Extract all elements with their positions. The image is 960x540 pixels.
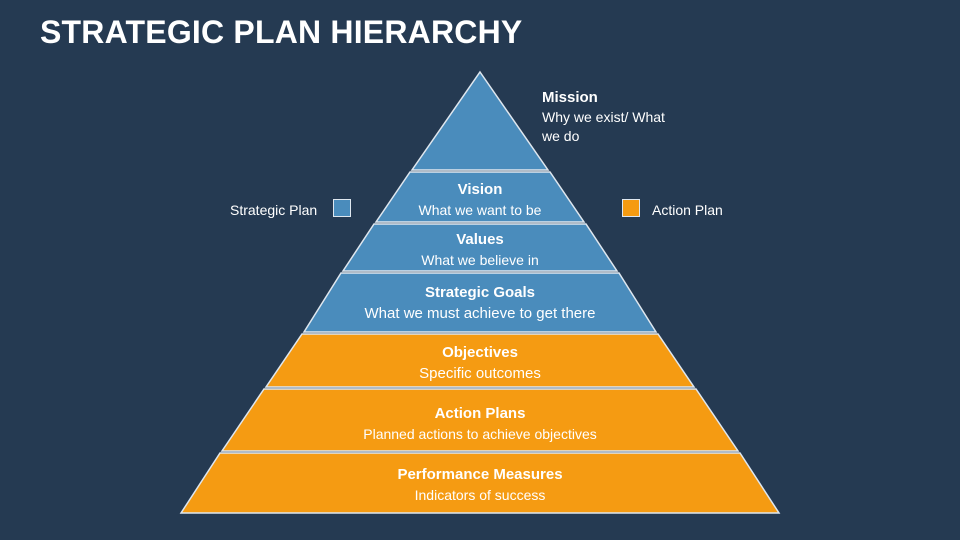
pyramid-layer-strategic-goals: [302, 272, 658, 333]
values-heading: Values: [456, 231, 504, 248]
action-plans-heading: Action Plans: [434, 405, 526, 422]
pyramid-layer-objectives: [264, 333, 696, 388]
vision-label: Vision What we want to be: [380, 180, 580, 220]
page-title: STRATEGIC PLAN HIERARCHY: [40, 14, 523, 50]
legend-strategic-plan-swatch: [333, 199, 351, 217]
performance-measures-label: Performance Measures Indicators of succe…: [290, 465, 670, 505]
strategic-goals-description: What we must achieve to get there: [364, 305, 596, 322]
mission-heading: Mission: [542, 89, 598, 106]
action-plans-label: Action Plans Planned actions to achieve …: [290, 404, 670, 444]
objectives-label: Objectives Specific outcomes: [320, 343, 640, 385]
objectives-description: Specific outcomes: [419, 365, 541, 382]
values-description: What we believe in: [421, 252, 539, 268]
pyramid-layer-action-plans: [220, 388, 740, 452]
pyramid-layer-values: [341, 223, 619, 272]
pyramid-layer-mission: [410, 70, 550, 171]
strategic-goals-heading: Strategic Goals: [424, 284, 536, 301]
action-plans-description: Planned actions to achieve objectives: [363, 426, 597, 442]
values-label: Values What we believe in: [360, 230, 600, 270]
strategic-goals-label: Strategic Goals What we must achieve to …: [320, 283, 640, 325]
performance-measures-heading: Performance Measures: [397, 466, 563, 483]
performance-measures-description: Indicators of success: [414, 487, 546, 503]
mission-description: Why we exist/ What we do: [542, 109, 665, 144]
legend-action-plan-label: Action Plan: [652, 202, 723, 218]
mission-label: Mission Why we exist/ What we do: [542, 88, 672, 146]
vision-heading: Vision: [457, 181, 503, 198]
objectives-heading: Objectives: [442, 344, 518, 361]
pyramid-layer-performance-measures: [179, 452, 781, 514]
legend-action-plan-swatch: [622, 199, 640, 217]
vision-description: What we want to be: [418, 202, 542, 218]
legend-strategic-plan-label: Strategic Plan: [230, 202, 318, 218]
pyramid-layer-vision: [374, 171, 586, 223]
